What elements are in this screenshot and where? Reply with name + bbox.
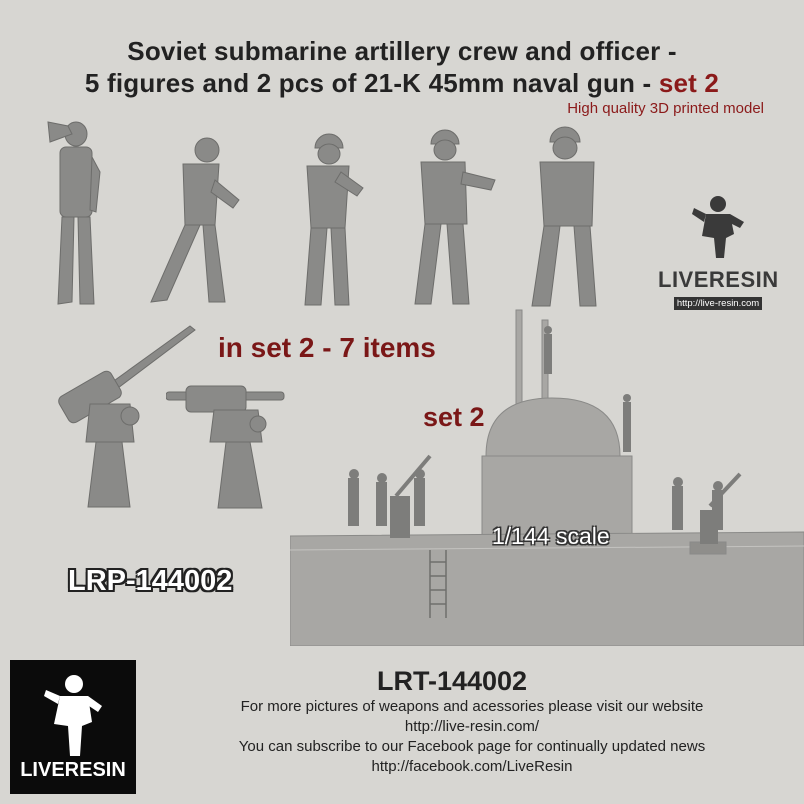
in-set-label: in set 2 - 7 items: [218, 332, 436, 363]
title-line-2-main: 5 figures and 2 pcs of 21-K 45mm naval g…: [84, 68, 659, 98]
liveresin-logo: LIVERESIN http://live-resin.com: [658, 192, 778, 311]
crew-figure-4-image: [531, 126, 597, 307]
crew-figure-1-image: [150, 137, 240, 303]
crew-figure-2-image: [304, 133, 364, 306]
title-line-1: Soviet submarine artillery crew and offi…: [127, 36, 677, 66]
title-line-2: 5 figures and 2 pcs of 21-K 45mm naval g…: [0, 68, 804, 99]
title-set-accent: set 2: [658, 68, 720, 98]
footer-website-text: For more pictures of weapons and acessor…: [240, 698, 704, 715]
naval-gun-1-image: [58, 325, 196, 508]
crew-figure-3-image: [414, 129, 496, 305]
logo-url-text: http://live-resin.com: [673, 297, 763, 310]
footer-website-url[interactable]: http://live-resin.com/: [404, 718, 540, 735]
footer-facebook-text: You can subscribe to our Facebook page f…: [238, 738, 706, 755]
officer-figure-image: [47, 121, 101, 305]
subtitle: High quality 3D printed model: [567, 100, 764, 117]
naval-gun-2-image: [166, 385, 285, 509]
logo-brand-text: LIVERESIN: [658, 267, 779, 292]
logo-box-brand-text: LIVERESIN: [20, 759, 126, 781]
scale-label: 1/144 scale: [492, 523, 610, 549]
product-code-lrp: LRP-144002: [68, 565, 233, 597]
liveresin-mascot-white-icon: [44, 675, 102, 756]
liveresin-mascot-icon: [692, 196, 744, 258]
liveresin-logo-box: LIVERESIN: [10, 660, 136, 794]
footer-facebook-url[interactable]: http://facebook.com/LiveResin: [371, 758, 573, 775]
set-2-label: set 2: [423, 402, 485, 432]
footer-product-code: LRT-144002: [376, 666, 528, 696]
submarine-scene-image: [290, 309, 804, 646]
